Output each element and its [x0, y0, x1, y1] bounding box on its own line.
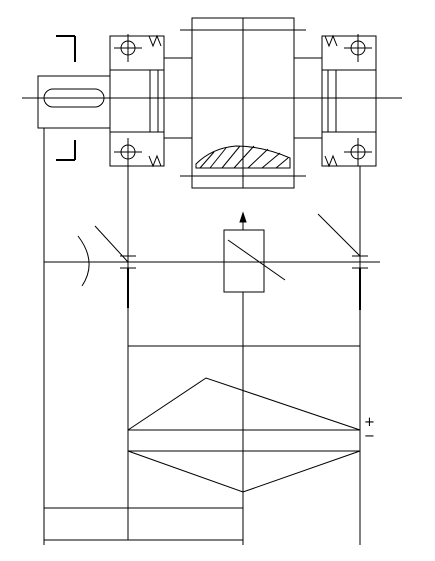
section-marker-top	[56, 35, 76, 62]
force-diagram	[44, 211, 380, 310]
moment-diagram	[127, 345, 361, 493]
left-bearing	[109, 34, 165, 168]
gear-tooth-hatching	[195, 145, 291, 169]
gear-body	[180, 17, 306, 189]
right-bearing	[321, 34, 377, 168]
section-marker-bottom	[56, 140, 76, 161]
projection-lines	[43, 128, 361, 545]
plus-label: +	[364, 415, 375, 430]
minus-label: −	[364, 429, 375, 444]
shaft-end-with-keyway	[37, 75, 111, 129]
torque-diagram	[44, 507, 243, 541]
